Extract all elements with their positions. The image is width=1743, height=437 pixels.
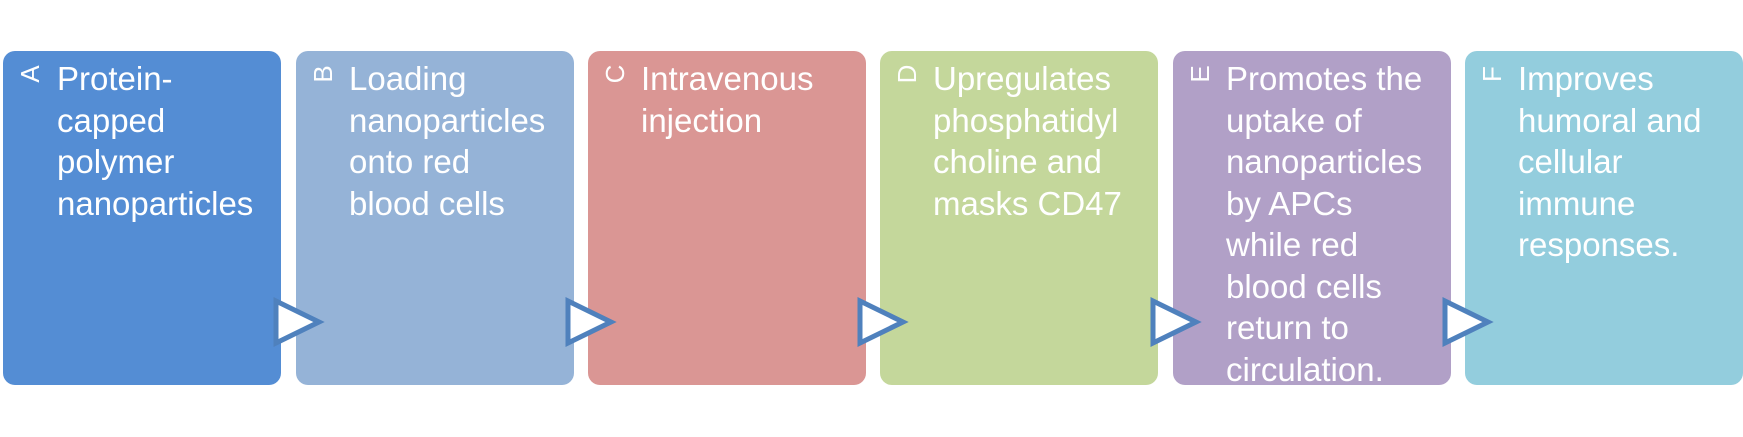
step-e-letter: E — [1185, 65, 1215, 83]
step-f-letter: F — [1477, 66, 1507, 82]
step-b-text: Loading nanoparticles onto red blood cel… — [349, 60, 546, 222]
step-e-box: E Promotes the uptake of nanoparticles b… — [1173, 51, 1451, 388]
step-d-letter: D — [892, 64, 922, 84]
step-b-box: B Loading nanoparticles onto red blood c… — [296, 51, 574, 385]
step-f-box: F Improves humoral and cellular immune r… — [1465, 51, 1743, 385]
step-d-text: Upregulates phosphatidyl choline and mas… — [933, 60, 1122, 222]
step-a-letter: A — [15, 65, 45, 83]
step-c-letter: C — [600, 64, 630, 84]
step-c-box: C Intravenous injection — [588, 51, 866, 385]
triangle-right-outline-icon — [565, 296, 617, 348]
step-b-letter: B — [308, 65, 338, 83]
triangle-right-outline-icon — [1150, 296, 1202, 348]
step-a-box: A Protein- capped polymer nanoparticles — [3, 51, 281, 385]
step-e-text: Promotes the uptake of nanoparticles by … — [1226, 60, 1423, 388]
triangle-right-outline-icon — [1442, 296, 1494, 348]
step-a-text: Protein- capped polymer nanoparticles — [57, 60, 254, 222]
step-c-text: Intravenous injection — [641, 60, 814, 139]
triangle-right-outline-icon — [273, 296, 325, 348]
step-d-box: D Upregulates phosphatidyl choline and m… — [880, 51, 1158, 385]
step-f-text: Improves humoral and cellular immune res… — [1518, 60, 1702, 263]
triangle-right-outline-icon — [857, 296, 909, 348]
